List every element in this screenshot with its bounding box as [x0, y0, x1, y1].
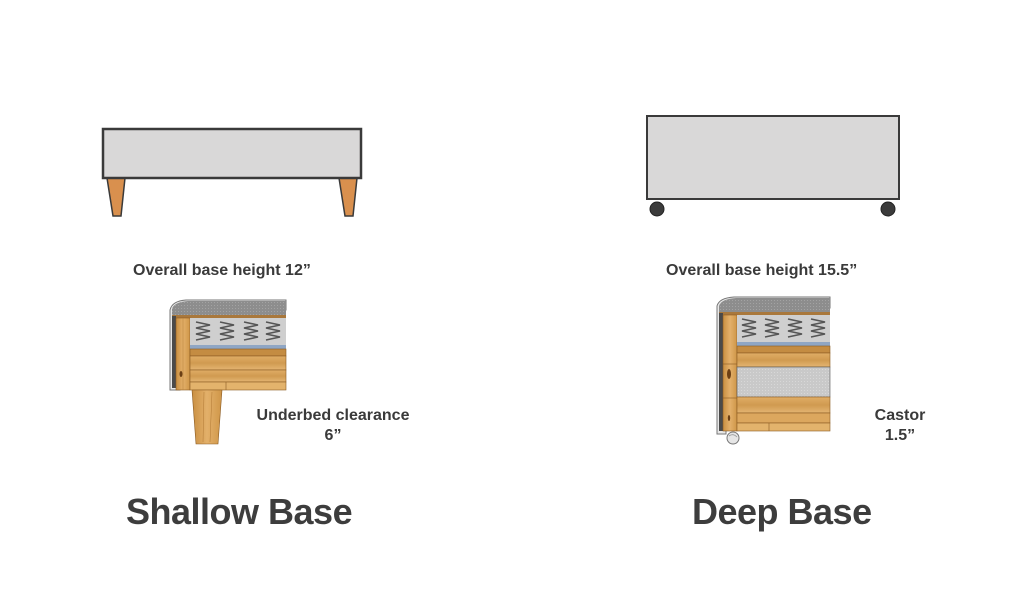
shallow-left-leg — [106, 177, 126, 217]
clearance-title: Underbed clearance — [256, 407, 410, 424]
clearance-value: 6” — [324, 427, 342, 444]
deep-right-castor-icon — [880, 201, 896, 217]
deep-height-label: Overall base height 15.5” — [666, 262, 858, 279]
spring-coils — [195, 321, 281, 341]
deep-left-castor-icon — [649, 201, 665, 217]
shallow-right-leg — [338, 177, 358, 217]
deep-castor-label: Castor 1.5” — [850, 406, 950, 446]
spring-coils — [741, 318, 826, 338]
castor-value: 1.5” — [884, 427, 916, 444]
shallow-cross-section — [166, 296, 288, 448]
shallow-height-label: Overall base height 12” — [133, 262, 311, 279]
shallow-base-side-view — [100, 126, 366, 220]
shallow-base-body — [101, 127, 363, 180]
castor-title: Castor — [874, 407, 926, 424]
deep-base-title: Deep Base — [692, 491, 872, 532]
shallow-leg-cross-section — [191, 389, 223, 445]
deep-castor-wheel-icon — [726, 431, 740, 445]
shallow-clearance-label: Underbed clearance 6” — [244, 406, 422, 446]
deep-base-side-view — [644, 113, 904, 221]
deep-cross-section — [714, 294, 834, 450]
shallow-base-title: Shallow Base — [126, 491, 353, 532]
deep-base-body — [646, 115, 900, 200]
